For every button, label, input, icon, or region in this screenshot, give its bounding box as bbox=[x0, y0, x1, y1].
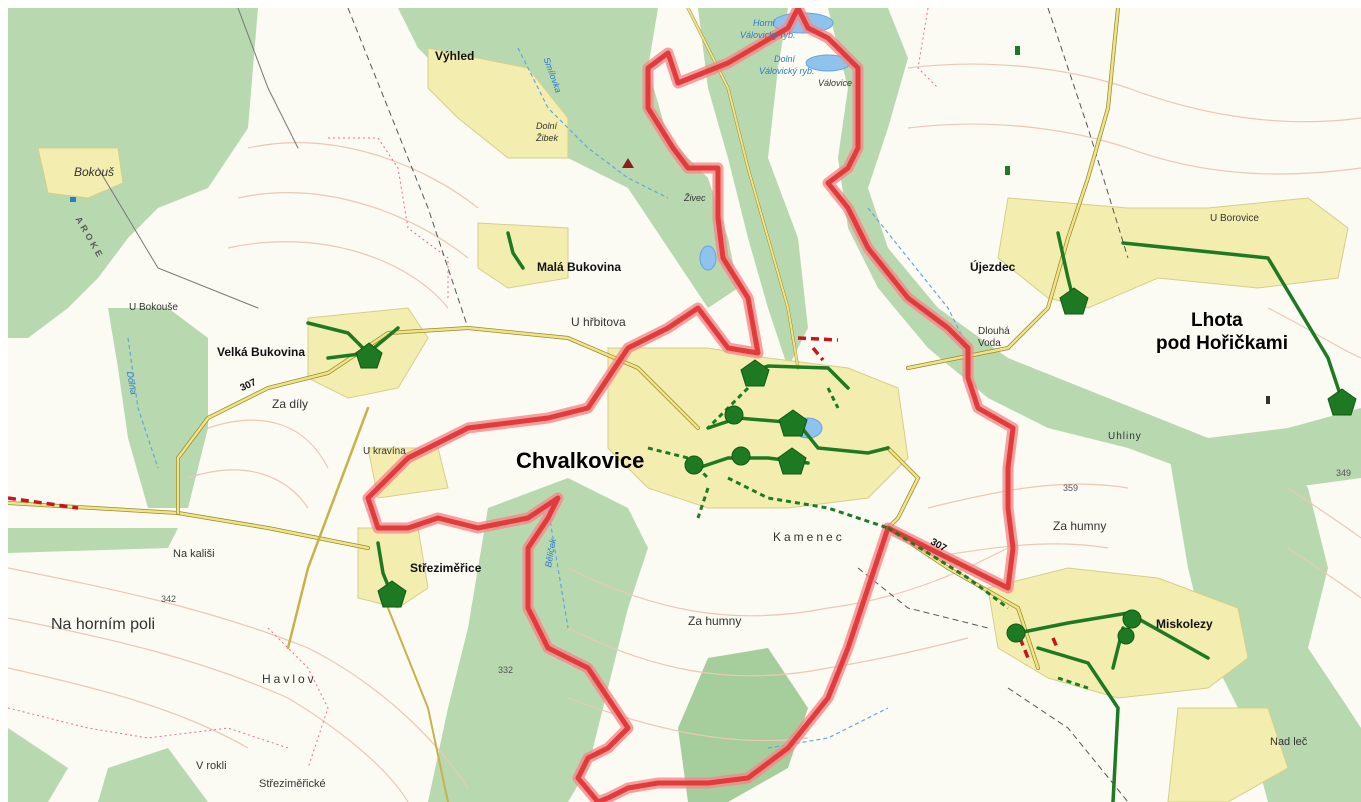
network-node-pentagon[interactable] bbox=[1327, 388, 1357, 416]
label-miskolezy: Miskolezy bbox=[1156, 617, 1213, 631]
label-u-hrbitova: U hřbitova bbox=[571, 315, 626, 329]
label-kamenec: Kamenec bbox=[773, 530, 845, 544]
label-velka-bukovina: Velká Bukovina bbox=[217, 345, 306, 359]
label-za-dily: Za díly bbox=[272, 397, 309, 411]
label-ujezdec: Újezdec bbox=[970, 260, 1016, 274]
network-node-circle[interactable] bbox=[731, 446, 751, 466]
red-dashed-lines bbox=[8, 336, 1060, 659]
label-strezimerice: Střeziměřice bbox=[410, 561, 482, 575]
label-chvalkovice: Chvalkovice bbox=[516, 448, 645, 473]
label-nad-lec: Nad leč bbox=[1270, 736, 1308, 748]
label-za-humny-2: Za humny bbox=[1053, 519, 1107, 533]
label-u-bokouse: U Bokouše bbox=[129, 302, 178, 313]
network-node-pentagon[interactable] bbox=[355, 342, 383, 369]
label-elev-359: 359 bbox=[1063, 483, 1079, 493]
roads bbox=[8, 8, 1120, 802]
label-pod-horickami: pod Hořičkami bbox=[1156, 333, 1288, 354]
label-lhota: Lhota bbox=[1191, 310, 1243, 331]
network-node-circle[interactable] bbox=[1122, 609, 1142, 629]
water-network-nodes bbox=[684, 405, 1142, 645]
cadastral-boundary bbox=[362, 8, 1019, 802]
label-dolni-rybnik: Dolní bbox=[774, 54, 796, 64]
label-horni-rybnik: Horní bbox=[753, 18, 776, 28]
map-canvas bbox=[8, 8, 1361, 802]
label-u-borovice: U Borovice bbox=[1210, 213, 1259, 224]
label-na-hornim-poli: Na horním poli bbox=[51, 616, 156, 633]
network-node-pentagon[interactable] bbox=[777, 447, 807, 475]
small-symbols bbox=[70, 46, 1270, 404]
label-u-kravina: U kravína bbox=[363, 446, 406, 457]
water-network-lines bbox=[306, 231, 1345, 802]
cadastral-lines bbox=[8, 8, 939, 769]
label-dlouha: Dlouhá bbox=[978, 326, 1010, 337]
network-node-circle[interactable] bbox=[724, 405, 744, 425]
network-node-circle[interactable] bbox=[1006, 623, 1026, 643]
network-node-circle[interactable] bbox=[1117, 627, 1135, 645]
label-elev-349: 349 bbox=[1336, 468, 1352, 478]
label-zivec: Živec bbox=[684, 193, 706, 203]
water-network-dashed bbox=[647, 386, 1089, 690]
label-dolni-rybnik-2: Válovický ryb. bbox=[759, 66, 815, 76]
water-network-pentagons bbox=[355, 287, 1357, 608]
network-node-circle[interactable] bbox=[684, 455, 704, 475]
label-strezimericke: Střeziměřické bbox=[259, 778, 326, 790]
network-node-pentagon[interactable] bbox=[1059, 287, 1089, 315]
label-horni-rybnik-2: Válovický ryb. bbox=[740, 30, 796, 40]
network-node-pentagon[interactable] bbox=[740, 359, 770, 387]
network-node-pentagon[interactable] bbox=[377, 580, 407, 608]
label-havlov: Havlov bbox=[262, 672, 317, 686]
network-node-pentagon[interactable] bbox=[778, 409, 808, 437]
label-na-kalisi: Na kališi bbox=[173, 548, 215, 560]
label-dolni-zibek: Dolní bbox=[536, 121, 558, 131]
label-valovice: Válovice bbox=[818, 78, 853, 88]
label-vyhled: Výhled bbox=[435, 49, 475, 63]
label-dolni-zibek-2: Žibek bbox=[536, 133, 559, 143]
label-voda: Voda bbox=[978, 338, 1001, 349]
label-mala-bukovina: Malá Bukovina bbox=[537, 260, 622, 274]
contour-lines bbox=[8, 63, 1361, 802]
topographic-map[interactable]: Výhled Bokouš Dolní Žibek Živec Malá Buk… bbox=[8, 8, 1361, 802]
label-elev-332: 332 bbox=[498, 665, 514, 675]
label-v-rokli: V rokli bbox=[196, 760, 227, 772]
streams bbox=[127, 47, 969, 749]
label-za-humny-1: Za humny bbox=[688, 614, 742, 628]
label-elev-342: 342 bbox=[161, 594, 177, 604]
label-bokous: Bokouš bbox=[74, 165, 115, 179]
label-uhliny: Uhliny bbox=[1108, 431, 1142, 442]
